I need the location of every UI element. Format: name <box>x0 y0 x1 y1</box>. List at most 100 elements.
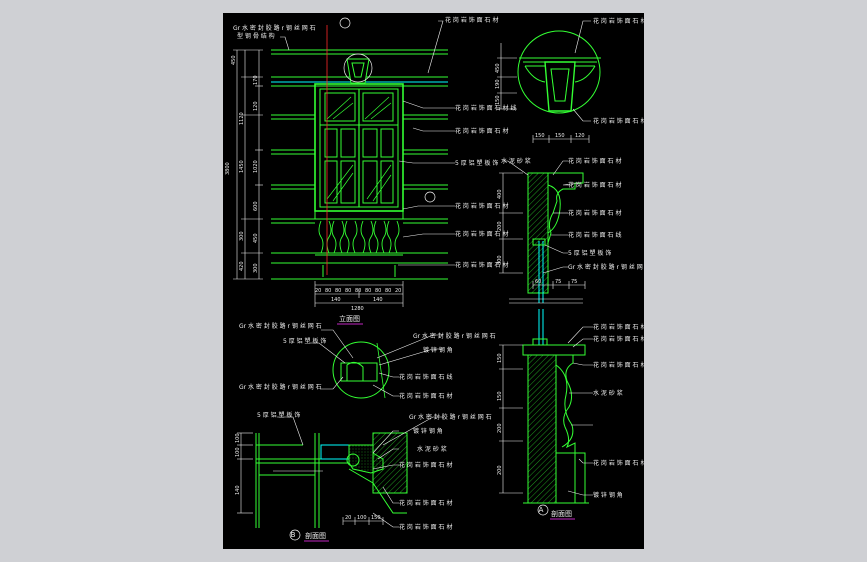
elevation-labels: Gr 水 密 封 胶 路 r 钢 丝 网 石 型 钢 骨 结 构 花 岗 岩 饰… <box>225 16 516 325</box>
dim-elev-bottom-3: 80 <box>345 288 351 294</box>
dim-sec-b-left-1: 100 <box>235 447 241 457</box>
callout-elev-r3: 5 厚 铝 塑 板 饰 <box>455 159 498 167</box>
dim-elev-outer-2: 1450 <box>239 160 245 173</box>
dim-elev-bottom-mid-1: 140 <box>373 297 383 303</box>
drawing-sheet: Gr 水 密 封 胶 路 r 钢 丝 网 石 型 钢 骨 结 构 花 岗 岩 饰… <box>223 13 644 549</box>
dim-sec-b-bottom-0: 20 <box>345 515 351 521</box>
dim-elev-mid-1: 120 <box>253 101 259 111</box>
section-a-labels: 水 泥 砂 浆 花 岗 岩 饰 面 石 材 花 岗 岩 饰 面 石 材 花 岗 … <box>497 157 644 520</box>
callout-sec-b-9: Gr 水 密 封 胶 路 r 钢 丝 网 石 <box>409 413 492 421</box>
keystone-detail-labels: 花 岗 岩 饰 面 石 材 花 岗 岩 饰 面 石 材 450 190 150 … <box>495 17 644 139</box>
callout-sec-a-11: 花 岗 岩 饰 面 石 材 <box>593 459 644 467</box>
callout-sec-a-5: 5 厚 铝 塑 板 饰 <box>568 249 611 257</box>
dim-elev-bottom-0: 20 <box>315 288 321 294</box>
callout-sec-b-7: 花 岗 岩 饰 面 石 材 <box>399 392 452 400</box>
dim-elev-total: 3800 <box>225 162 231 175</box>
callout-sec-a-9: 花 岗 岩 饰 面 石 材 <box>593 361 644 369</box>
section-b-marker: B <box>291 531 296 539</box>
dim-sec-b-left-0: 100 <box>235 433 241 443</box>
dim-sec-a-bot-3: 200 <box>497 465 503 475</box>
callout-sec-b-4: 镀 锌 钢 角 <box>423 346 453 354</box>
dim-detail-left-2: 150 <box>495 95 501 105</box>
dim-elev-bottom-1: 80 <box>325 288 331 294</box>
dim-elev-bottom-mid-0: 140 <box>331 297 341 303</box>
dim-elev-mid-3: 600 <box>253 201 259 211</box>
callout-sec-b-5: 花 岗 岩 饰 面 石 线 <box>399 373 452 381</box>
dim-sec-a-mid-0: 60 <box>535 279 541 285</box>
callout-sec-a-8: 花 岗 岩 饰 面 石 材 <box>593 335 644 343</box>
section-a-title: 剖面图 <box>551 509 572 518</box>
callout-sec-b-13: 花 岗 岩 饰 面 石 材 <box>399 499 452 507</box>
callout-sec-a-7: 花 岗 岩 饰 面 石 材 <box>593 323 644 331</box>
cad-drawing: Gr 水 密 封 胶 路 r 钢 丝 网 石 型 钢 骨 结 构 花 岗 岩 饰… <box>225 16 644 542</box>
callout-sec-b-6: Gr 水 密 封 胶 路 r 钢 丝 网 石 <box>239 383 322 391</box>
elevation-view <box>233 17 448 307</box>
dim-detail-left-0: 450 <box>495 63 501 73</box>
dim-elev-bottom-2: 80 <box>335 288 341 294</box>
section-a-marker: A <box>539 506 544 514</box>
callout-sec-b-11: 水 泥 砂 浆 <box>417 445 447 453</box>
dim-sec-b-bottom-2: 150 <box>371 515 381 521</box>
dim-detail-left-1: 190 <box>495 79 501 89</box>
dim-elev-bottom-6: 80 <box>375 288 381 294</box>
callout-sec-a-4: 花 岗 岩 饰 面 石 线 <box>568 231 621 239</box>
dim-sec-a-top-1: 200 <box>497 221 503 231</box>
callout-sec-a-3: 花 岗 岩 饰 面 石 材 <box>568 209 621 217</box>
callout-elev-top-left-1: Gr 水 密 封 胶 路 r 钢 丝 网 石 <box>233 24 316 32</box>
callout-sec-a-top: 水 泥 砂 浆 <box>501 157 531 165</box>
callout-sec-b-10: 镀 锌 钢 角 <box>413 427 443 435</box>
dim-elev-bottom-total: 1280 <box>351 306 364 312</box>
section-b-view <box>237 329 443 541</box>
callout-elev-r5: 花 岗 岩 饰 面 石 材 <box>455 230 508 238</box>
dim-sec-a-bot-1: 150 <box>497 391 503 401</box>
dim-sec-a-mid-2: 75 <box>571 279 577 285</box>
section-b-title: 剖面图 <box>305 531 326 540</box>
dim-detail-bottom-2: 120 <box>575 133 585 139</box>
callout-sec-a-6: Gr 水 密 封 胶 路 r 钢 丝 网 石 <box>568 263 644 271</box>
dim-elev-bottom-7: 80 <box>385 288 391 294</box>
callout-sec-b-1: Gr 水 密 封 胶 路 r 钢 丝 网 石 <box>239 322 322 330</box>
callout-sec-a-2: 花 岗 岩 饰 面 石 材 <box>568 181 621 189</box>
callout-elev-r4: 花 岗 岩 饰 面 石 材 <box>455 202 508 210</box>
callout-detail-r1: 花 岗 岩 饰 面 石 材 <box>593 17 644 25</box>
dim-elev-bottom-4: 80 <box>355 288 361 294</box>
dim-sec-a-top-2: 300 <box>497 255 503 265</box>
elevation-leaders <box>280 20 455 266</box>
dim-elev-mid-4: 450 <box>253 233 259 243</box>
dim-elev-outer-0: 450 <box>231 55 237 65</box>
keystone-detail <box>497 20 601 143</box>
callout-sec-a-1: 花 岗 岩 饰 面 石 材 <box>568 157 621 165</box>
callout-elev-r1: 花 岗 岩 饰 面 石 材 线 <box>455 104 516 112</box>
callout-sec-b-14: 花 岗 岩 饰 面 石 材 <box>399 523 452 531</box>
dim-elev-outer-1: 1120 <box>239 112 245 125</box>
dim-sec-b-left-2: 140 <box>235 485 241 495</box>
callout-sec-a-12: 镀 锌 钢 角 <box>593 491 623 499</box>
callout-sec-b-2: 5 厚 铝 塑 板 饰 <box>283 337 326 345</box>
callout-detail-r2: 花 岗 岩 饰 面 石 材 <box>593 117 644 125</box>
dim-sec-a-top-0: 400 <box>497 189 503 199</box>
callout-elev-top-right: 花 岗 岩 饰 面 石 材 <box>445 16 498 24</box>
callout-sec-a-10: 水 泥 砂 浆 <box>593 389 623 397</box>
dim-elev-mid-5: 300 <box>253 263 259 273</box>
elevation-title: 立面图 <box>339 314 360 323</box>
dim-elev-mid-2: 1020 <box>253 160 259 173</box>
callout-elev-top-left-2: 型 钢 骨 结 构 <box>237 32 275 40</box>
section-b-labels: Gr 水 密 封 胶 路 r 钢 丝 网 石 5 厚 铝 塑 板 饰 Gr 水 … <box>235 322 496 542</box>
callout-elev-r2: 花 岗 岩 饰 面 石 材 <box>455 127 508 135</box>
callout-sec-b-12: 花 岗 岩 饰 面 石 材 <box>399 461 452 469</box>
dim-sec-a-mid-1: 75 <box>555 279 561 285</box>
callout-elev-r6: 花 岗 岩 饰 面 石 材 <box>455 261 508 269</box>
dim-elev-mid-0: 170 <box>253 75 259 85</box>
dim-elev-outer-3: 300 <box>239 231 245 241</box>
dim-elev-bottom-5: 80 <box>365 288 371 294</box>
dim-detail-bottom-1: 150 <box>555 133 565 139</box>
dim-elev-bottom-8: 20 <box>395 288 401 294</box>
dim-sec-b-bottom-1: 100 <box>357 515 367 521</box>
callout-sec-b-8: 5 厚 铝 塑 板 饰 <box>257 411 300 419</box>
section-a-view <box>499 160 593 516</box>
dim-sec-a-bot-2: 200 <box>497 423 503 433</box>
callout-sec-b-3: Gr 水 密 封 胶 路 r 钢 丝 网 石 <box>413 332 496 340</box>
dim-elev-outer-4: 420 <box>239 261 245 271</box>
dim-detail-bottom-0: 150 <box>535 133 545 139</box>
dim-sec-a-bot-0: 150 <box>497 353 503 363</box>
